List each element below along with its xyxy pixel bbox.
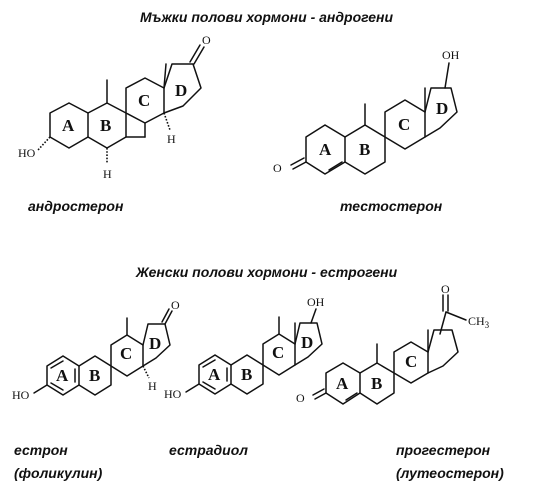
progesterone-name: прогестерон: [396, 442, 491, 458]
estradiol-hydroxyl-3: HO: [164, 387, 182, 401]
androsterone-hydrogen-14: H: [167, 132, 176, 146]
estrone-structure: O HO H A B C D: [12, 298, 180, 402]
testosterone-ring-d-label: D: [436, 99, 448, 118]
progesterone-alt-name: (лутеостерон): [396, 465, 504, 481]
estradiol-ring-b-label: B: [241, 365, 252, 384]
testosterone-ring-c-label: C: [398, 115, 410, 134]
estradiol-ring-c-label: C: [272, 343, 284, 362]
estrone-ring-b-label: B: [89, 366, 100, 385]
female-hormones-heading: Женски полови хормони - естрогени: [135, 264, 398, 280]
estrone-ring-d-label: D: [149, 334, 161, 353]
estrone-name: естрон: [14, 442, 68, 458]
testosterone-name: тестостерон: [340, 198, 443, 214]
androsterone-structure: O HO H H A B C D: [18, 33, 211, 181]
progesterone-ring-b-label: B: [371, 374, 382, 393]
androsterone-ketone-oxygen: O: [202, 33, 211, 47]
testosterone-ring-b-label: B: [359, 140, 370, 159]
androsterone-ring-a-label: A: [62, 116, 75, 135]
progesterone-ring-a-label: A: [336, 374, 349, 393]
androsterone-hydroxyl: HO: [18, 146, 36, 160]
progesterone-ketone-oxygen-3: O: [296, 391, 305, 405]
male-hormones-heading: Мъжки полови хормони - андрогени: [139, 9, 394, 25]
estradiol-structure: OH HO A B C D: [164, 295, 325, 401]
progesterone-methyl: CH3: [468, 314, 490, 330]
androsterone-ring-d-label: D: [175, 81, 187, 100]
progesterone-ketone-oxygen-20: O: [441, 282, 450, 296]
androsterone-hydrogen-5: H: [103, 167, 112, 181]
estrone-ring-a-label: A: [56, 366, 69, 385]
androsterone-name: андростерон: [28, 198, 124, 214]
progesterone-ring-c-label: C: [405, 352, 417, 371]
androsterone-ring-c-label: C: [138, 91, 150, 110]
estradiol-ring-a-label: A: [208, 365, 221, 384]
testosterone-structure: O OH A B C D: [273, 48, 460, 175]
estradiol-hydroxyl-17: OH: [307, 295, 325, 309]
estrone-hydroxyl: HO: [12, 388, 30, 402]
testosterone-ring-a-label: A: [319, 140, 332, 159]
androsterone-ring-b-label: B: [100, 116, 111, 135]
estradiol-ring-d-label: D: [301, 333, 313, 352]
estrone-alt-name: (фоликулин): [14, 465, 103, 481]
estrone-hydrogen: H: [148, 379, 157, 393]
testosterone-hydroxyl: OH: [442, 48, 460, 62]
estrone-ketone-oxygen: O: [171, 298, 180, 312]
testosterone-ketone-oxygen: O: [273, 161, 282, 175]
progesterone-structure: O O CH3 A B C: [296, 282, 490, 405]
estrone-ring-c-label: C: [120, 344, 132, 363]
estradiol-name: естрадиол: [169, 442, 248, 458]
